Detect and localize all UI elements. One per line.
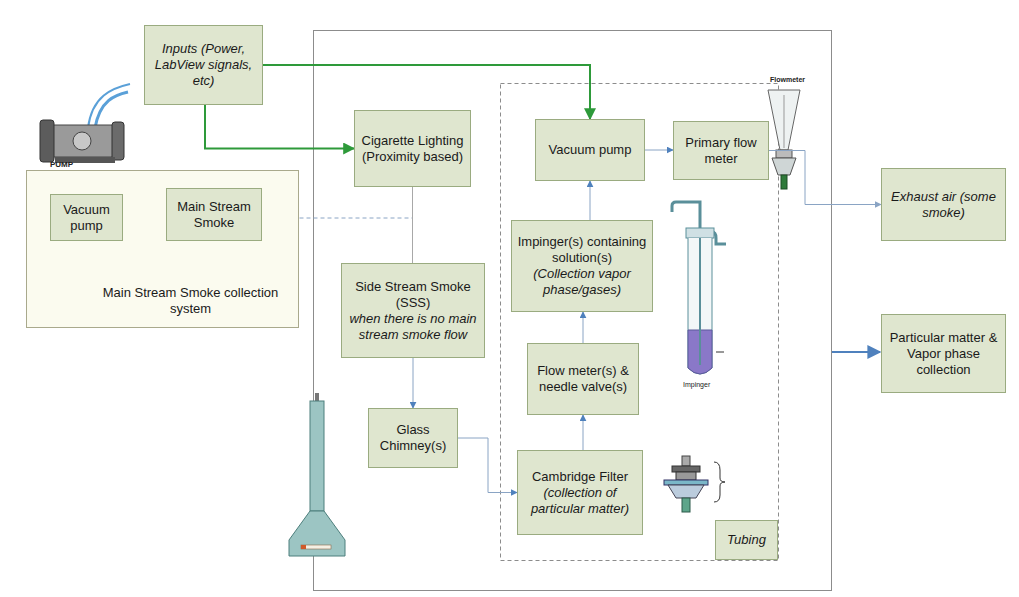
- box-label: Vacuum pump: [549, 142, 632, 158]
- filter-holder-illustration: [664, 456, 725, 512]
- impinger-illustration: [672, 202, 726, 374]
- box-label: Tubing: [727, 532, 766, 548]
- flow-connector: [413, 358, 414, 408]
- box-label: Particular matter & Vapor phase collecti…: [887, 330, 1000, 378]
- box-label: Impinger(s) containing solution(s): [517, 234, 647, 266]
- box-label: Side Stream Smoke (SSS): [347, 279, 479, 311]
- flow-connector: [583, 415, 584, 450]
- icon-caption: Flowmeter: [770, 76, 805, 83]
- flow-connector: [590, 181, 591, 220]
- chimney-illustration: [289, 393, 345, 556]
- process-box: Cambridge Filter(collection of particula…: [517, 450, 643, 535]
- input-box: Inputs (Power, LabView signals, etc): [144, 25, 263, 105]
- output-box: Exhaust air (some smoke): [881, 168, 1006, 241]
- flow-connector: [769, 151, 881, 205]
- box-label: Cambridge Filter: [532, 469, 628, 485]
- process-box: Primary flow meter: [673, 121, 769, 180]
- collection-panel: Main Stream Smoke collection system Vacuu…: [26, 170, 299, 328]
- flow-connector: [412, 187, 413, 263]
- box-note: when there is no main stream smoke flow: [347, 311, 479, 343]
- pump-illustration: [40, 84, 130, 163]
- box-label: Glass Chimney(s): [374, 422, 452, 454]
- flow-connector: [205, 105, 354, 149]
- tubing-region: [501, 84, 779, 561]
- box-label: Vacuum pump: [56, 202, 117, 234]
- icon-caption: PUMP: [50, 160, 73, 169]
- process-box: Cigarette Lighting (Proximity based): [354, 110, 471, 187]
- box-label: Main Stream Smoke: [172, 199, 256, 231]
- output-arrow: [832, 351, 880, 353]
- box-label: Exhaust air (some smoke): [887, 189, 1000, 221]
- flow-connector: [458, 438, 517, 493]
- process-box: Vacuum pump: [50, 194, 123, 241]
- box-label: Primary flow meter: [679, 135, 763, 167]
- process-box: Glass Chimney(s): [368, 408, 458, 468]
- process-box: Vacuum pump: [535, 119, 645, 181]
- flow-connector: [645, 150, 673, 151]
- box-label: Main Stream Smoke collection system: [97, 285, 284, 317]
- output-box: Particular matter & Vapor phase collecti…: [881, 314, 1006, 393]
- process-box: Impinger(s) containing solution(s)(Colle…: [511, 220, 653, 312]
- flowmeter-illustration: [768, 90, 800, 189]
- box-label: Inputs (Power, LabView signals, etc): [150, 41, 257, 89]
- box-label: Cigarette Lighting (Proximity based): [360, 133, 465, 165]
- icon-caption: Impinger: [683, 381, 710, 388]
- process-box: Flow meter(s) & needle valve(s): [527, 343, 639, 415]
- process-box: Side Stream Smoke (SSS)when there is no …: [341, 263, 485, 358]
- region-label-box: Tubing: [715, 520, 778, 560]
- process-box: Main Stream Smoke: [166, 188, 262, 241]
- enclosure-outline: [314, 31, 832, 591]
- box-note: (Collection vapor phase/gases): [517, 266, 647, 298]
- box-label: Flow meter(s) & needle valve(s): [533, 363, 633, 395]
- box-note: (collection of particular matter): [523, 485, 637, 517]
- flow-connector: [583, 312, 584, 343]
